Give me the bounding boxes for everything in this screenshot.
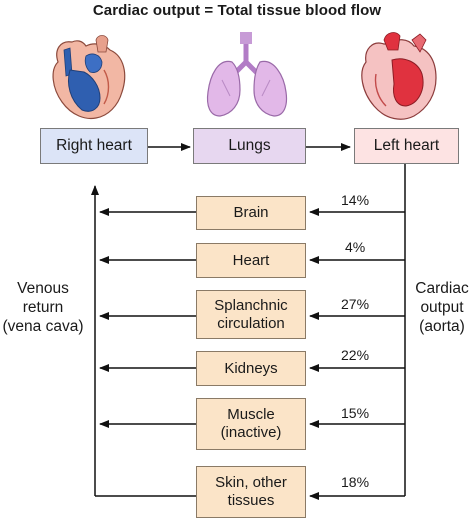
venous-line-1: Venous [17,280,69,297]
cardiac-line-1: Cardiac [415,280,469,297]
venous-return-label: Venous return (vena cava) [0,279,86,336]
percent-label: 4% [345,239,366,255]
organ-label-line-2: (inactive) [220,424,282,441]
cardiac-line-3: (aorta) [419,318,465,335]
cardiac-output-label: Cardiac output (aorta) [410,279,474,336]
organ-label: Heart [232,251,270,269]
lungs-icon [206,32,288,117]
right-heart-label: Right heart [56,137,132,154]
percent-label: 14% [341,192,370,208]
percent-label: 15% [341,405,370,421]
venous-line-3: (vena cava) [2,318,84,335]
percent-label: 18% [341,474,370,490]
lungs-label: Lungs [228,137,271,154]
organ-label: Brain [233,204,269,221]
organ-box-splanchnic: Splanchnic circulation [196,290,306,339]
organ-label-line-2: tissues [227,492,275,509]
diagram-title: Cardiac output = Total tissue blood flow [92,2,382,19]
organ-label-line-1: Skin, other [215,474,287,491]
organ-label-line-2: circulation [217,314,285,332]
percent-label: 22% [341,347,370,363]
venous-line-2: return [22,299,64,316]
organ-label-line-1: Muscle [227,406,275,423]
organ-box-heart: Heart [196,243,306,278]
percent-label: 27% [341,296,370,312]
lungs-box: Lungs [193,128,306,164]
right-heart-icon [52,35,126,120]
organ-label: Kidneys [224,359,278,377]
organ-box-muscle: Muscle (inactive) [196,398,306,450]
right-heart-box: Right heart [40,128,148,164]
organ-label-line-1: Splanchnic [214,296,288,314]
organ-box-skin: Skin, other tissues [196,466,306,518]
left-heart-icon [361,32,437,120]
organ-box-kidneys: Kidneys [196,351,306,386]
left-heart-label: Left heart [373,137,440,154]
left-heart-box: Left heart [354,128,459,164]
organ-box-brain: Brain [196,196,306,230]
cardiac-line-2: output [420,299,464,316]
